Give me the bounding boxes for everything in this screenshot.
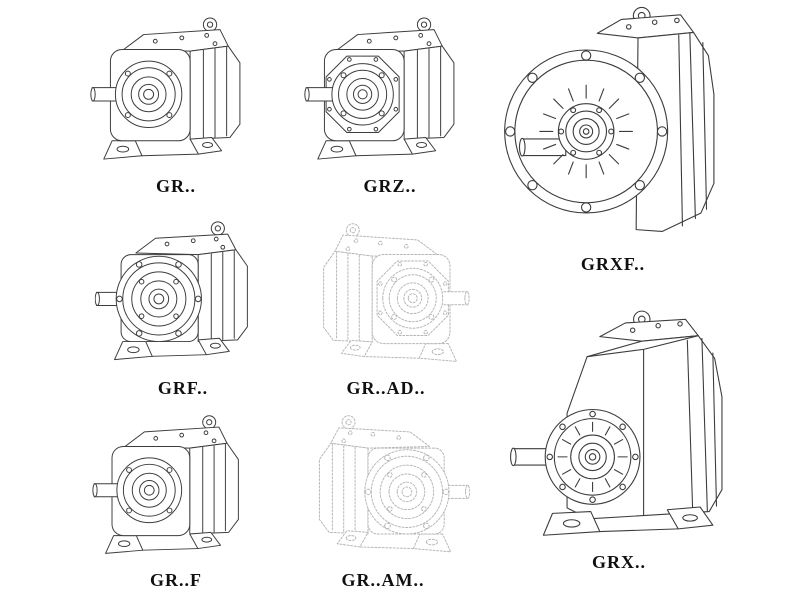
product-figure-gr-am: GR..AM.. [292,406,474,591]
gearbox-drawing-gr-ad [296,214,476,376]
product-label-gr: GR.. [156,176,196,196]
product-figure-gr-f: GR..F [86,406,266,591]
product-label-gr-f: GR..F [150,570,202,590]
product-label-gr-am: GR..AM.. [341,570,425,590]
product-figure-grf: GRF.. [92,212,274,399]
product-figure-gr: GR.. [86,8,266,197]
gearbox-drawing-gr-am [292,406,474,568]
gearbox-drawing-grf [92,212,274,376]
gearbox-drawing-grz [300,8,480,174]
product-label-gr-ad: GR..AD.. [346,378,426,398]
product-label-grx: GRX.. [592,552,646,572]
product-figure-grxf: GRXF.. [494,0,732,275]
product-label-grxf: GRXF.. [580,254,646,274]
gearbox-drawing-gr [86,8,266,174]
product-label-grf: GRF.. [157,378,209,398]
product-figure-grx: GRX.. [500,302,738,573]
gearbox-drawing-gr-f [86,406,266,568]
product-label-grz: GRZ.. [363,176,417,196]
product-figure-grz: GRZ.. [300,8,480,197]
gearbox-drawing-grxf [494,0,732,250]
gearbox-drawing-grx [500,302,738,548]
product-figure-gr-ad: GR..AD.. [296,214,476,399]
